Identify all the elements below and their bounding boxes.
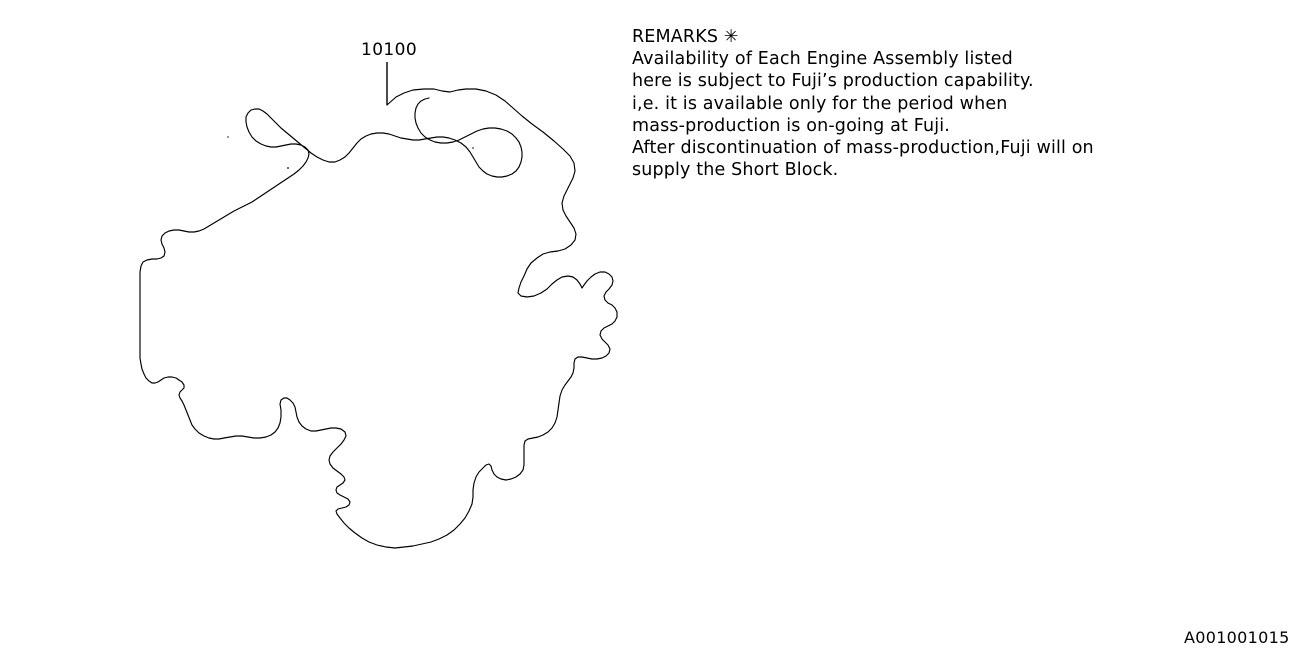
diagram-code-label: A001001015 <box>1184 628 1290 647</box>
remarks-note: REMARKS ✳Availability of Each Engine Ass… <box>632 26 1306 181</box>
remarks-line: i,e. it is available only for the period… <box>632 93 1008 114</box>
remarks-line: here is subject to Fuji’s production cap… <box>632 71 1034 92</box>
remarks-line: mass-production is on-going at Fuji. <box>632 115 950 136</box>
remarks-line: After discontinuation of mass-production… <box>632 137 1094 158</box>
surface-mark <box>227 136 229 138</box>
surface-marks <box>227 136 474 169</box>
surface-mark <box>287 167 289 169</box>
part-number-label: 10100 <box>361 40 418 60</box>
surface-mark <box>472 147 474 149</box>
engine-assembly-outline-group <box>139 62 618 549</box>
remarks-heading: REMARKS ✳ <box>632 27 739 47</box>
remarks-line: Availability of Each Engine Assembly lis… <box>632 49 1013 70</box>
remarks-line: supply the Short Block. <box>632 160 839 181</box>
engine-assembly-outline-icon <box>139 88 618 549</box>
